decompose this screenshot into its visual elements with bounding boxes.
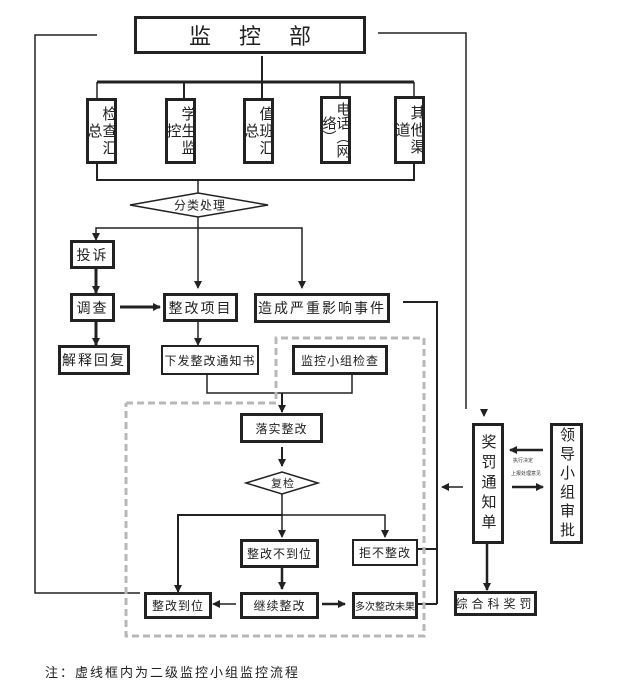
serious-event-label: 造成严重影响事件 xyxy=(258,301,386,317)
reward-notice-label: 奖罚通知单 xyxy=(479,433,498,534)
continue-box: 继续整改 xyxy=(240,592,319,619)
rectify-item-box: 整改项目 xyxy=(163,293,238,322)
continue-label: 继续整改 xyxy=(253,599,306,613)
classify-diamond-label: 分类处理 xyxy=(173,198,227,213)
not-in-place-label: 整改不到位 xyxy=(246,547,312,561)
investigate-label: 调查 xyxy=(76,300,109,317)
source-box-duty: 值班汇总 xyxy=(242,98,276,164)
source-label: 值班汇总 xyxy=(242,105,276,157)
arrow-label-report: 上报处理意见 xyxy=(511,471,542,477)
general-reward-box: 综合科奖罚 xyxy=(454,591,537,616)
complaint-label: 投诉 xyxy=(76,247,109,264)
source-box-other: 其他渠道 xyxy=(393,96,427,164)
explain-reply-box: 解释回复 xyxy=(58,345,130,375)
not-in-place-box: 整改不到位 xyxy=(240,539,319,568)
monitoring-dept-box: 监控部 xyxy=(134,16,366,54)
source-label: 检查汇总 xyxy=(85,105,119,157)
group-check-label: 监控小组检查 xyxy=(300,353,379,368)
serious-event-box: 造成严重影响事件 xyxy=(254,293,390,323)
implement-box: 落实整改 xyxy=(240,413,323,443)
arrow-label-exec: 执行决定 xyxy=(513,458,534,464)
done-label: 整改到位 xyxy=(151,599,204,613)
footnote: 注：虚线框内为二级监控小组监控流程 xyxy=(45,666,301,681)
source-label: 学生监控 xyxy=(164,105,198,157)
complaint-box: 投诉 xyxy=(70,240,115,269)
reward-notice-box: 奖罚通知单 xyxy=(472,423,504,544)
refuse-label: 拒不整改 xyxy=(358,546,411,560)
implement-label: 落实整改 xyxy=(255,421,308,436)
recheck-diamond-label: 复检 xyxy=(271,477,295,490)
source-box-phone: 电话（网络） xyxy=(320,96,351,164)
source-box-inspection: 检查汇总 xyxy=(85,98,119,164)
monitoring-dept-label: 监控部 xyxy=(188,25,339,50)
source-box-student: 学生监控 xyxy=(164,98,198,164)
repeated-fail-label: 多次整改未果 xyxy=(355,602,415,613)
rectify-item-label: 整改项目 xyxy=(168,300,233,317)
source-label: 电话（网络） xyxy=(320,102,351,158)
source-label: 其他渠道 xyxy=(393,104,427,156)
issue-notice-box: 下发整改通知书 xyxy=(161,345,259,375)
done-box: 整改到位 xyxy=(144,592,212,619)
issue-notice-label: 下发整改通知书 xyxy=(164,353,256,368)
leader-approve-box: 领导小组审批 xyxy=(550,423,583,544)
general-reward-label: 综合科奖罚 xyxy=(455,597,536,611)
group-check-box: 监控小组检查 xyxy=(292,345,388,375)
explain-reply-label: 解释回复 xyxy=(62,353,126,369)
refuse-box: 拒不整改 xyxy=(352,539,418,566)
leader-approve-label: 领导小组审批 xyxy=(558,426,576,541)
investigate-box: 调查 xyxy=(70,293,115,322)
repeated-fail-box: 多次整改未果 xyxy=(352,592,418,619)
